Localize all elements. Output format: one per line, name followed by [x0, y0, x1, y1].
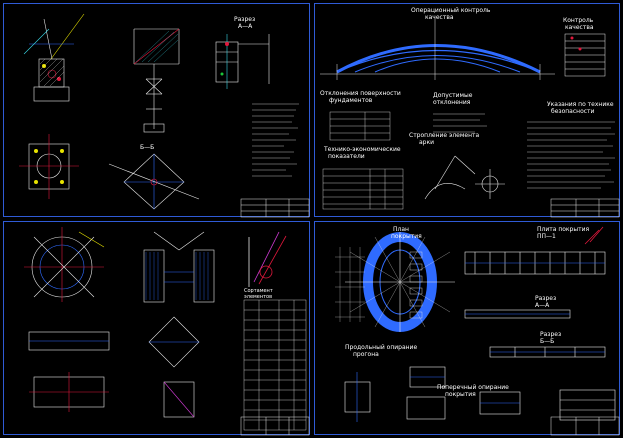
- hatch-left: [39, 58, 65, 87]
- sling-scheme: [424, 155, 505, 200]
- sheet-roof-plan[interactable]: План покрытия Плита покрытия ПП—1 Разрез…: [314, 221, 620, 436]
- pink-arch-detail: [248, 231, 287, 287]
- title-block-bl: [240, 416, 310, 436]
- deviation-table-left: [329, 111, 391, 141]
- sheet-bl-graphics: [24, 227, 310, 436]
- prep-subtitle: фундаментов: [329, 97, 373, 104]
- control-list-subtitle: качества: [565, 24, 594, 31]
- ring-labels: [409, 251, 423, 319]
- safety-title: Указания по технике: [547, 101, 614, 108]
- elements-subtitle: арки: [419, 139, 435, 146]
- plan-grid-left: [335, 247, 365, 322]
- tech-subtitle: показатели: [328, 153, 365, 160]
- column-node-detail: [143, 231, 215, 303]
- title-block-tr: [550, 198, 620, 218]
- section-a-label: Разрез: [535, 295, 557, 302]
- sheet-br-graphics: [335, 226, 620, 436]
- tech-table: [322, 168, 404, 210]
- cross-support-title: Поперечный опирание: [437, 384, 509, 391]
- section-b-label-2: Б—Б: [540, 338, 555, 345]
- elements-title: Стропление элемента: [409, 132, 480, 139]
- cross-support-subtitle: покрытия: [445, 391, 476, 398]
- plan-title: План: [393, 226, 409, 233]
- prep-title: Отклонения поверхности: [320, 90, 401, 97]
- dev-title: Допустимые: [433, 92, 473, 99]
- sheet-node-details[interactable]: Сортамент элементов: [3, 221, 310, 436]
- section-label-aa-2: А—А: [238, 23, 253, 30]
- dev-subtitle: отклонения: [433, 99, 471, 106]
- node-detail-right: [215, 34, 270, 89]
- sheet-tl-graphics: [19, 13, 310, 218]
- plan-detail-left: [19, 134, 79, 199]
- panel-title: Плита покрытия: [537, 226, 590, 233]
- tech-title: Технико-экономические: [324, 146, 401, 153]
- node-detail-top-left: [23, 13, 85, 102]
- arch-drawing: [320, 19, 555, 80]
- sheet-foundation-details[interactable]: Разрез А—А Б—Б: [3, 3, 310, 218]
- arch-subtitle: качества: [425, 14, 454, 21]
- safety-text-lines: [527, 121, 615, 189]
- round-node-detail: [24, 227, 105, 302]
- scheme-subtitle: элементов: [244, 294, 273, 300]
- beam-details: [28, 316, 200, 418]
- control-list-title: Контроль: [563, 17, 594, 24]
- elements-table: [243, 299, 307, 431]
- section-aa-beam: [464, 309, 571, 319]
- control-list-lines: [564, 33, 606, 77]
- arch-title: Операционный контроль: [411, 7, 491, 14]
- long-support-subtitle: прогона: [353, 351, 379, 358]
- support-details: [344, 366, 616, 422]
- sheet-tr-graphics: [320, 19, 620, 218]
- plan-subtitle: покрытия: [391, 233, 422, 240]
- notes-text-block: [252, 103, 299, 177]
- node-label-bb: Б—Б: [140, 144, 155, 151]
- truss-detail: [133, 28, 180, 133]
- column-hatch: [145, 252, 209, 300]
- sheet-arch-quality[interactable]: Операционный контроль качества Контроль …: [314, 3, 620, 218]
- long-support-title: Продольный опирание: [345, 344, 418, 351]
- section-bb: [489, 346, 606, 358]
- section-b-label: Разрез: [540, 331, 562, 338]
- safety-subtitle: безопасности: [551, 108, 595, 115]
- panel-subtitle: ПП—1: [537, 233, 556, 240]
- deviation-text-mid: [433, 113, 487, 133]
- section-a-label-2: А—А: [535, 302, 550, 309]
- scheme-title: Сортамент: [244, 288, 273, 294]
- title-block-br: [550, 416, 620, 436]
- title-block-tl: [240, 198, 310, 218]
- panel-elevation: [464, 226, 606, 275]
- rhombus-node: [108, 153, 200, 210]
- section-label-aa: Разрез: [234, 16, 256, 23]
- truss-hatch: [135, 30, 179, 63]
